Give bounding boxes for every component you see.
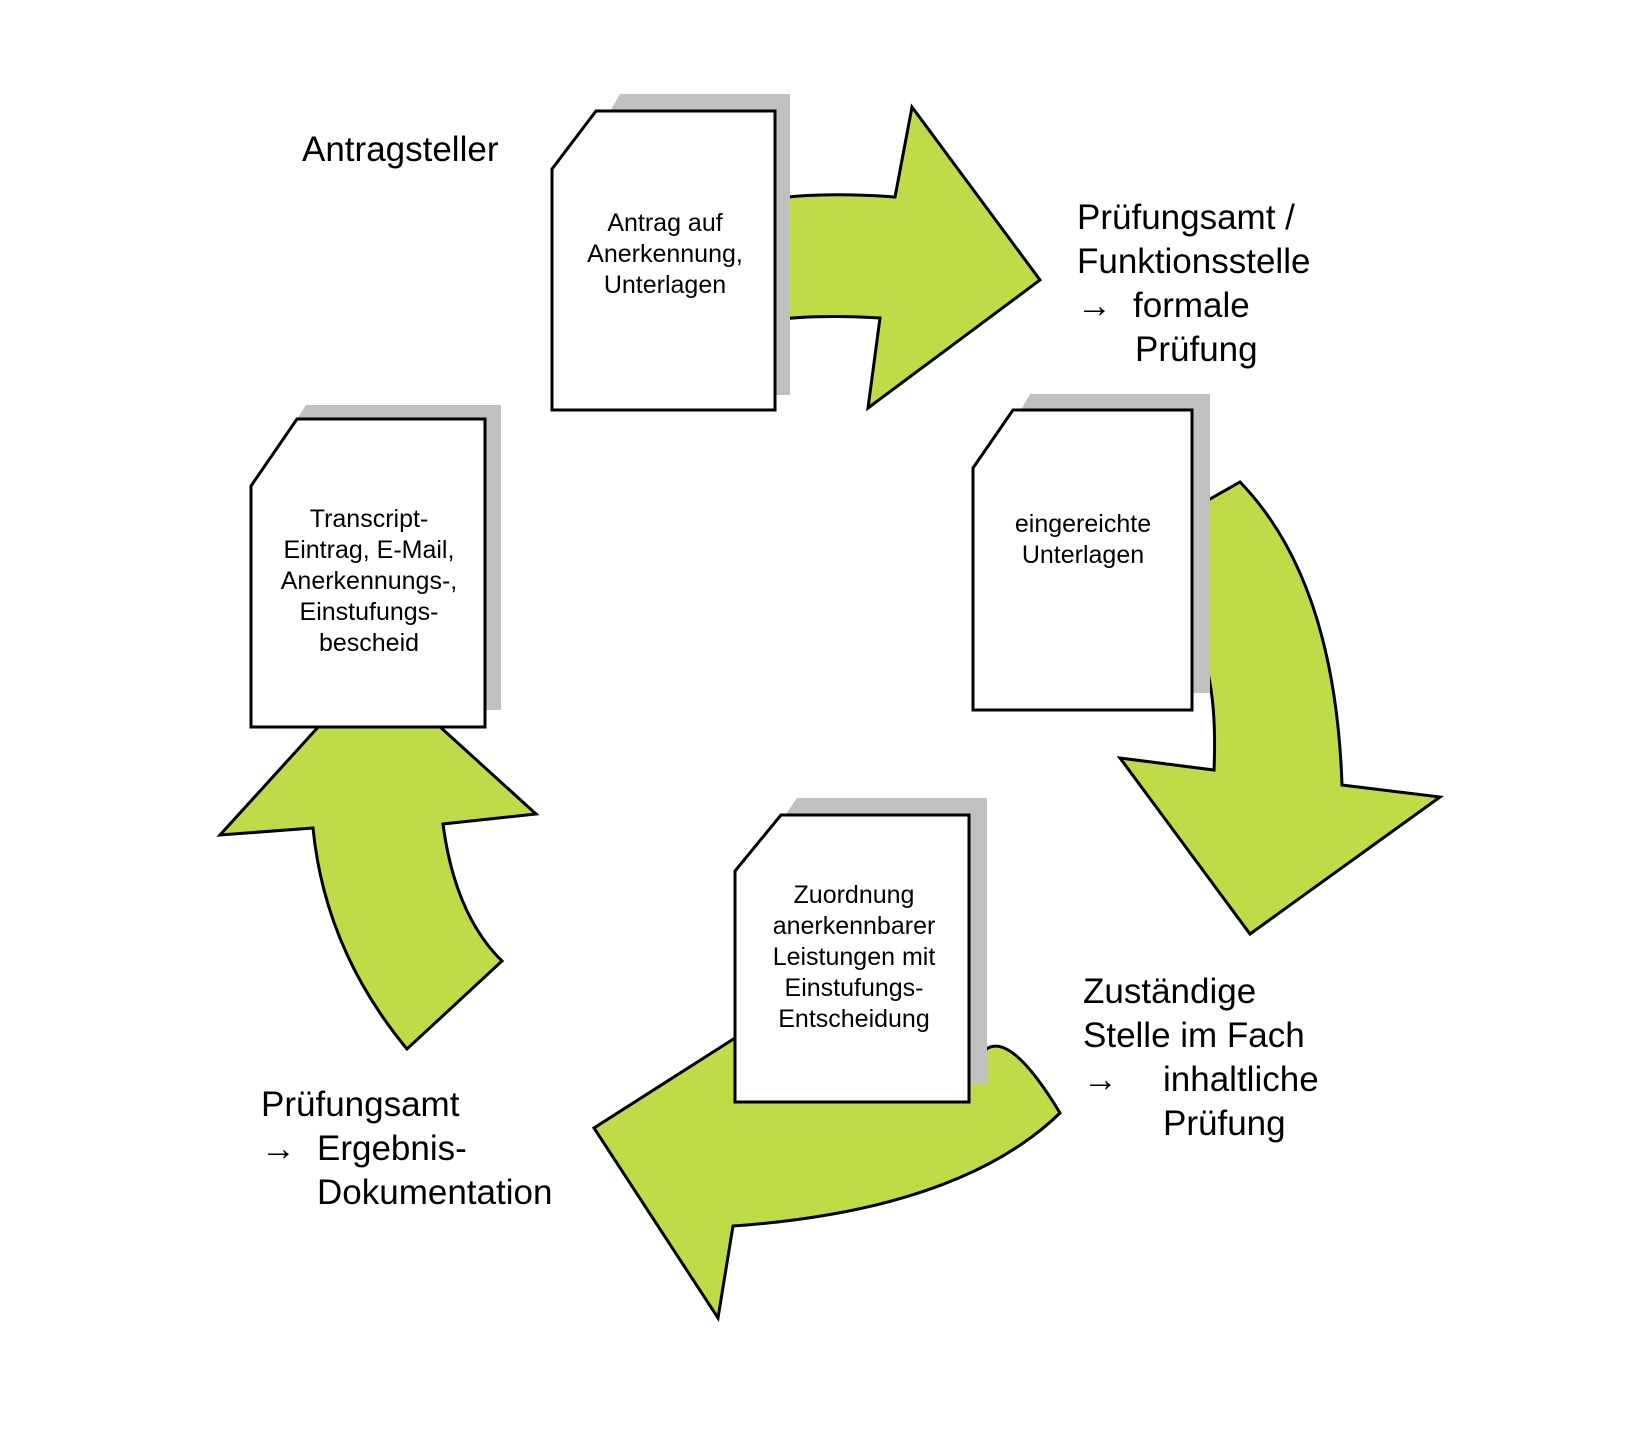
arrow-to-ergebnis: [591, 1036, 1062, 1323]
stage-label-pruefungsamt-ergebnis: Prüfungsamt → Ergebnis- Dokumentation: [261, 1083, 552, 1215]
doc-line: Transcript-: [309, 505, 429, 533]
stage-label-line: formale: [1133, 286, 1250, 325]
document-transcript-text: Transcript- Eintrag, E-Mail, Anerkennung…: [254, 504, 484, 659]
doc-line: eingereichte: [1014, 510, 1152, 538]
stage-label-pruefungsamt-formal: Prüfungsamt / Funktionsstelle → formale P…: [1077, 196, 1310, 372]
doc-line: Antrag auf: [607, 209, 723, 237]
doc-line: Anerkennungs-,: [280, 567, 458, 595]
doc-line: Unterlagen: [1021, 541, 1145, 569]
doc-line: Entscheidung: [778, 1005, 930, 1033]
doc-line: Einstufungs-: [784, 974, 924, 1002]
right-arrow-icon: →: [261, 1129, 296, 1168]
document-zuordnung-text: Zuordnung anerkennbarer Leistungen mit E…: [740, 880, 968, 1035]
stage-label-line: Prüfung: [1163, 1104, 1286, 1143]
stage-label-line: Zuständige: [1083, 972, 1257, 1011]
doc-line: Zuordnung: [793, 881, 915, 909]
right-arrow-icon: →: [1083, 1060, 1118, 1099]
doc-line: Unterlagen: [603, 271, 727, 299]
doc-line: Einstufungs-: [299, 598, 439, 626]
document-zuordnung: [733, 798, 987, 1104]
stage-label-antragsteller: Antragsteller: [302, 128, 498, 172]
stage-label-fach-inhaltlich: Zuständige Stelle im Fach → inhaltliche P…: [1083, 970, 1319, 1146]
stage-label-line: Funktionsstelle: [1077, 242, 1311, 281]
doc-line: Eintrag, E-Mail,: [283, 536, 455, 564]
document-antrag: [550, 94, 790, 412]
stage-label-line: Prüfungsamt /: [1077, 198, 1295, 237]
stage-label-line: Antragsteller: [302, 130, 499, 169]
document-antrag-text: Antrag auf Anerkennung, Unterlagen: [556, 208, 774, 301]
arrow-to-antragsteller: [216, 723, 540, 1052]
stage-label-line: inhaltliche: [1163, 1060, 1319, 1099]
document-eingereicht-text: eingereichte Unterlagen: [976, 509, 1190, 571]
stage-label-line: Prüfung: [1135, 330, 1258, 369]
stage-label-line: Prüfungsamt: [261, 1085, 460, 1124]
doc-line: Leistungen mit: [772, 943, 936, 971]
right-arrow-icon: →: [1077, 286, 1112, 325]
document-transcript: [249, 405, 501, 729]
stage-label-line: Stelle im Fach: [1083, 1016, 1305, 1055]
stage-label-line: Dokumentation: [317, 1173, 553, 1212]
doc-line: bescheid: [318, 629, 420, 657]
doc-line: Anerkennung,: [587, 240, 743, 268]
document-eingereicht: [971, 394, 1210, 712]
doc-line: anerkennbarer: [772, 912, 936, 940]
stage-label-line: Ergebnis-: [317, 1129, 467, 1168]
